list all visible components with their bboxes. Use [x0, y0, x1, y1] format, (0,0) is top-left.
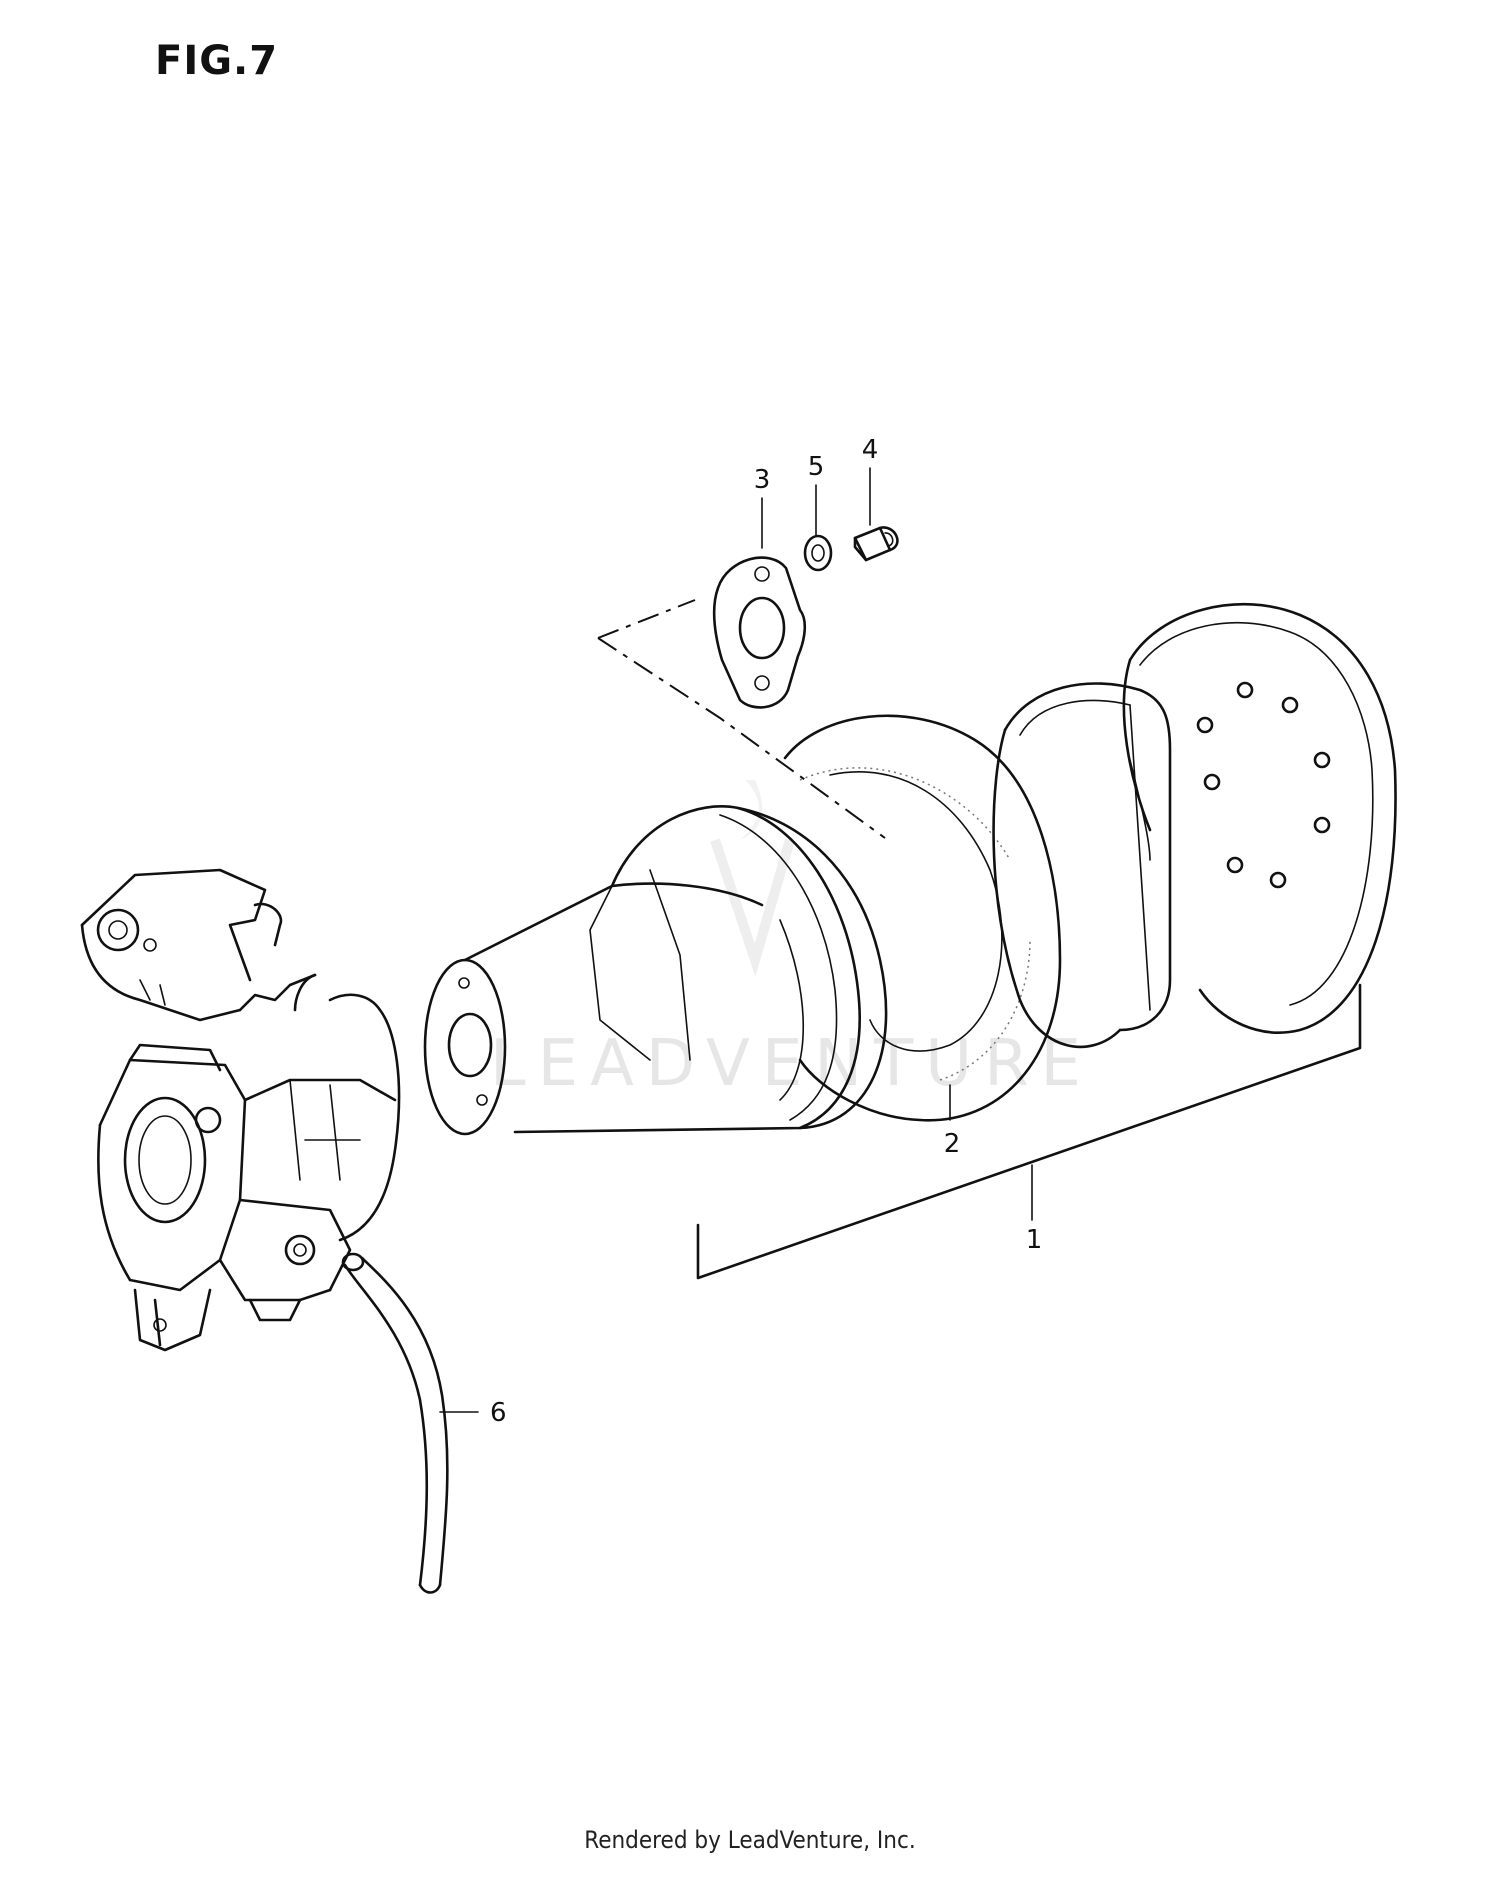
- air-cleaner-case: [423, 805, 888, 1136]
- callout-3: 3: [754, 465, 771, 495]
- filter-cap-cover: [1122, 603, 1397, 1034]
- callout-1: 1: [1026, 1225, 1043, 1255]
- filter-ring-band: [992, 682, 1172, 1049]
- watermark-text: LEADVENTURE: [490, 1027, 1093, 1101]
- gasket-part-3: [712, 556, 807, 709]
- callout-2: 2: [944, 1129, 961, 1159]
- assembly-bracket-part-1: [696, 983, 1362, 1280]
- screw-part-4: [853, 526, 899, 562]
- washer-part-5: [803, 534, 833, 572]
- assembly-center-line: [597, 599, 886, 839]
- callout-4: 4: [862, 435, 879, 465]
- figure-title: FIG.7: [155, 38, 279, 84]
- watermark-logo: [710, 780, 795, 977]
- hose-part-6: [341, 1252, 449, 1594]
- callout-6: 6: [490, 1398, 507, 1428]
- footer-credit: Rendered by LeadVenture, Inc.: [584, 1826, 916, 1854]
- leader-lines: [439, 467, 1033, 1413]
- callout-5: 5: [808, 452, 825, 482]
- filter-element-part-2: [783, 714, 1062, 1122]
- carburetor-assembly: [80, 868, 401, 1352]
